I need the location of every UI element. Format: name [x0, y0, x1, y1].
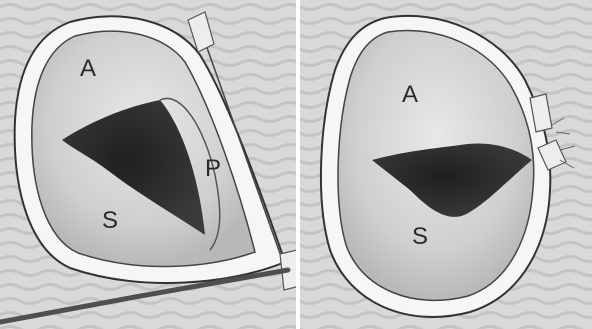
left-label-septal: S — [102, 207, 118, 234]
left-label-posterior: P — [205, 155, 221, 182]
right-panel: A S — [300, 0, 592, 329]
left-label-anterior: A — [80, 55, 96, 82]
panel-divider — [296, 0, 300, 329]
right-label-septal: S — [412, 223, 428, 250]
left-panel: A P S — [0, 0, 300, 329]
right-label-anterior: A — [402, 81, 418, 108]
